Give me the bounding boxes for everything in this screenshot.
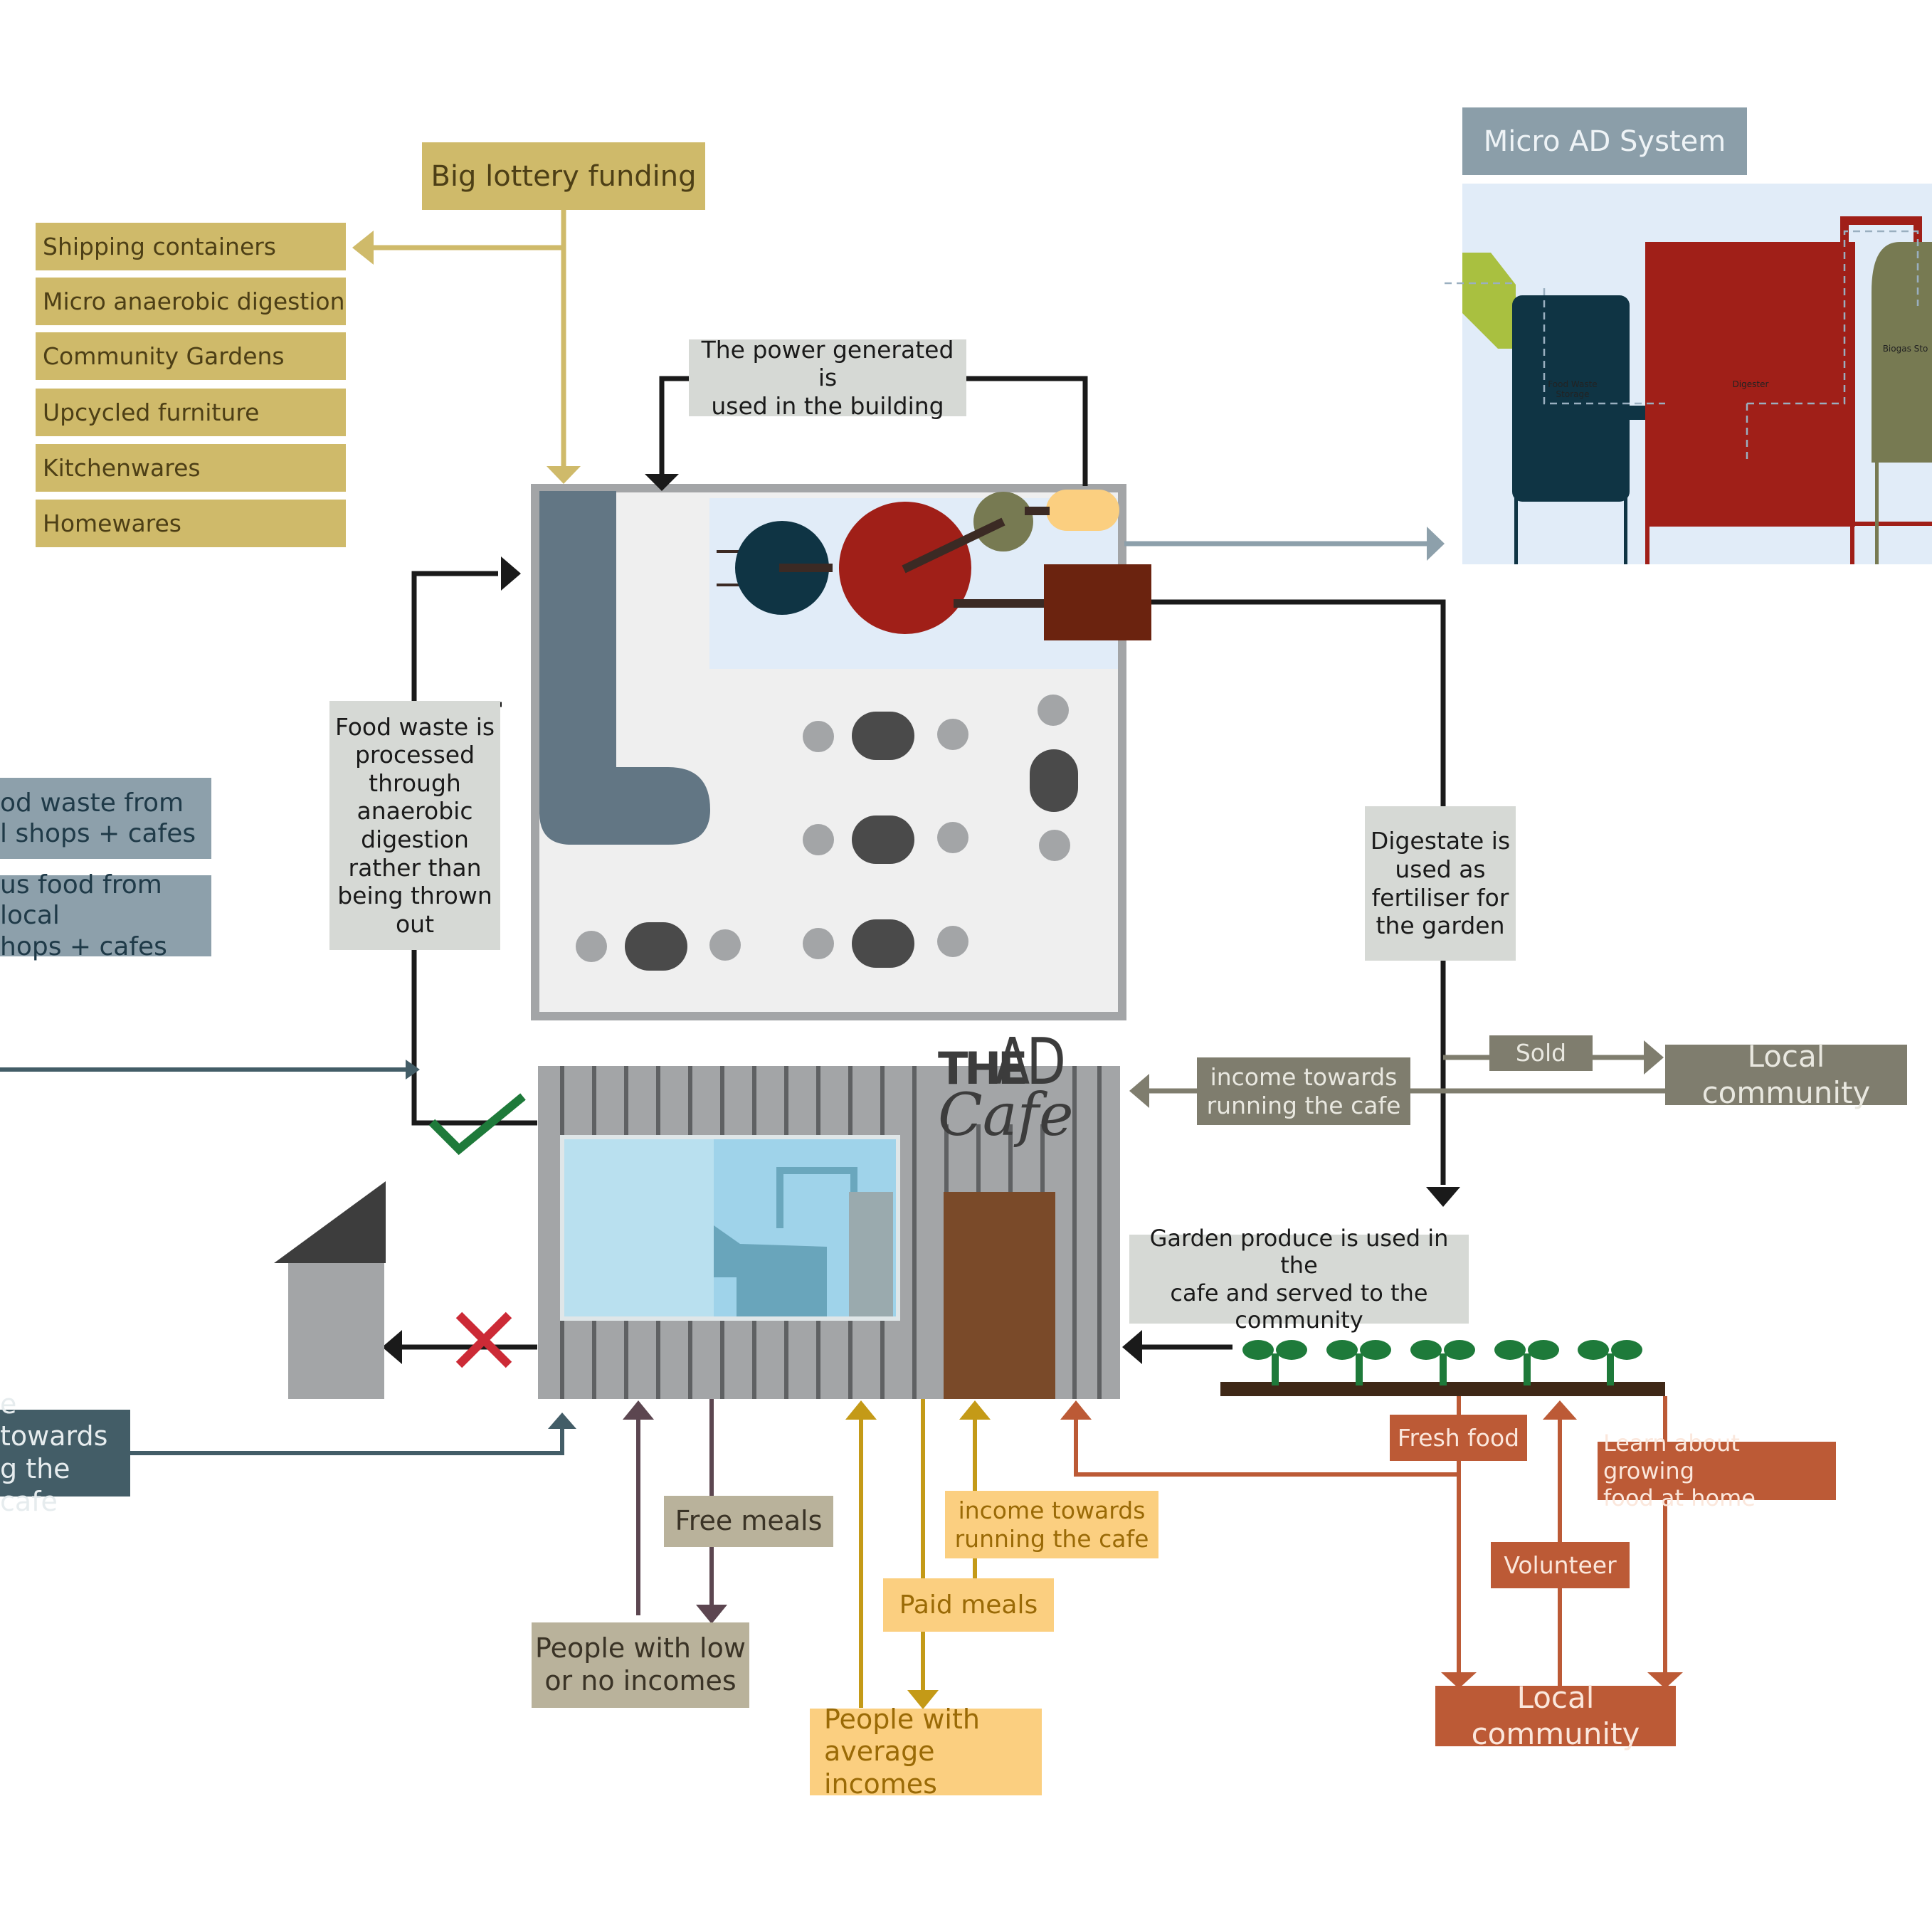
funding-item-homewares: Homewares <box>36 500 346 547</box>
fresh-food-label: Fresh food <box>1390 1415 1527 1461</box>
logo-cafe: Cafe <box>938 1082 1074 1149</box>
power-generated-label: The power generated is used in the build… <box>689 336 966 420</box>
micro-ad-system-title: Micro AD System <box>1462 107 1747 175</box>
local-community-right-label: Local community <box>1665 1039 1907 1110</box>
funding-item-kitchenwares: Kitchenwares <box>36 444 346 492</box>
house-icon <box>274 1181 386 1399</box>
floor-plan <box>531 484 1151 1020</box>
funding-item-micro-ad: Micro anaerobic digestion <box>36 278 346 325</box>
digester-label: Digester <box>1732 379 1769 389</box>
logo-ad: AD <box>995 1025 1066 1099</box>
biogas-storage-tank <box>1872 242 1932 463</box>
funding-arrows <box>352 210 581 484</box>
income-right-label: income towards running the cafe <box>1197 1057 1410 1125</box>
micro-ad-system-panel <box>1445 184 1932 564</box>
cafe-container <box>538 1066 1120 1399</box>
surplus-food-source-label: us food from local hops + cafes <box>0 870 211 961</box>
local-community-bottom-label: Local community <box>1435 1680 1676 1751</box>
income-bottom-label: income towards running the cafe <box>945 1491 1158 1558</box>
cafe-door <box>944 1192 1055 1399</box>
arrowheads-black <box>382 474 1460 1364</box>
low-income-people-label: People with low or no incomes <box>532 1622 749 1708</box>
digestate-label: Digestate is used as fertiliser for the … <box>1365 806 1516 961</box>
funding-item-upcycled-furniture: Upcycled furniture <box>36 389 346 436</box>
biogas-storage-label: Biogas Sto <box>1882 344 1928 354</box>
garden-produce-label: Garden produce is used in the cafe and s… <box>1129 1225 1469 1334</box>
free-meals-label: Free meals <box>664 1496 833 1547</box>
volunteer-label: Volunteer <box>1491 1542 1630 1588</box>
cross-icon <box>455 1311 512 1368</box>
average-income-people-label: People with average incomes <box>810 1704 1042 1800</box>
logo-the: THE <box>938 1042 1028 1094</box>
food-waste-source-label: od waste from l shops + cafes <box>0 778 211 859</box>
food-waste-storage-label: Food Waste Storage <box>1548 379 1598 399</box>
funding-item-shipping-containers: Shipping containers <box>36 223 346 270</box>
check-icon <box>428 1093 526 1156</box>
digestate-tank-plan <box>1044 564 1151 640</box>
food-waste-chute <box>1462 253 1516 349</box>
learn-growing-label: Learn about growing food at home <box>1598 1430 1836 1511</box>
funding-item-community-gardens: Community Gardens <box>36 332 346 380</box>
big-lottery-funding-label: Big lottery funding <box>422 142 705 210</box>
digester-tank <box>1645 242 1855 527</box>
paid-meals-label: Paid meals <box>883 1578 1054 1632</box>
garden-bed <box>1220 1340 1665 1396</box>
kitchen-counter <box>539 491 710 845</box>
food-waste-processed-label: Food waste is processed through anaerobi… <box>329 701 500 950</box>
food-waste-storage-tank <box>1512 295 1630 502</box>
sold-label: Sold <box>1489 1035 1593 1071</box>
generator-plan <box>1046 490 1119 531</box>
table-group <box>576 695 1078 971</box>
income-left-label: e towards g the cafe <box>0 1388 130 1517</box>
